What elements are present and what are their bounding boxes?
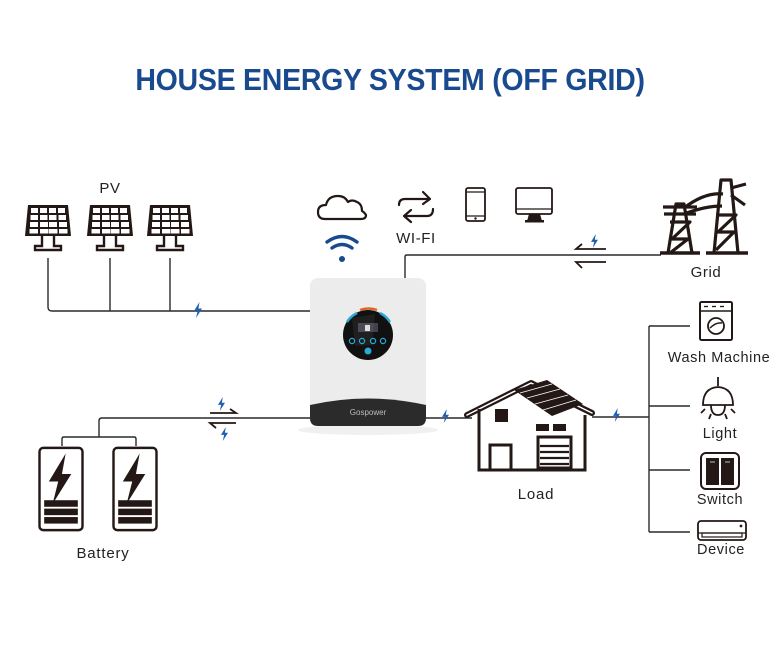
grid-wire: [404, 254, 661, 278]
wifi-label: WI-FI: [396, 230, 436, 247]
load-item-label: Device: [697, 542, 745, 558]
battery-flow-arrows-icon: [207, 408, 239, 429]
battery-icon: [38, 446, 84, 532]
solar-panel-icon: [23, 203, 73, 252]
power-flow-bolt-icon: [613, 408, 620, 422]
washing-machine-icon: [699, 301, 733, 341]
air-conditioner-icon: [697, 520, 747, 541]
display-buttons: [348, 337, 387, 345]
pv-label: PV: [99, 180, 120, 197]
load-label: Load: [518, 486, 555, 503]
page-title: HOUSE ENERGY SYSTEM (OFF GRID): [135, 62, 645, 97]
pv-array: [23, 203, 195, 252]
load-item-label: Switch: [697, 492, 743, 508]
cloud-icon: [316, 194, 368, 221]
wifi-icon: [325, 234, 359, 262]
sync-arrows-icon: [397, 190, 435, 224]
load-item-label: Light: [703, 426, 737, 442]
ceiling-light-icon: [700, 377, 736, 420]
power-flow-bolt-icon: [442, 409, 449, 423]
power-flow-bolt-icon: [218, 397, 225, 411]
power-flow-bolt-icon: [591, 234, 598, 248]
inverter: Gospower: [298, 278, 438, 435]
display-ring-left: [345, 311, 358, 323]
house-load-icon: [464, 380, 595, 472]
monitor-icon: [515, 187, 553, 223]
display-ring-right: [379, 311, 392, 323]
power-button-icon: [364, 347, 372, 355]
power-flow-bolt-icon: [221, 427, 228, 441]
grid-label: Grid: [691, 264, 722, 281]
battery-icon: [112, 446, 158, 532]
load-item-label: Wash Machine: [668, 350, 771, 366]
power-flow-bolt-icon: [194, 302, 202, 318]
grid-flow-arrows-icon: [573, 243, 606, 269]
pv-wiring: [47, 258, 310, 312]
solar-panel-icon: [145, 203, 195, 252]
solar-panel-icon: [85, 203, 135, 252]
battery-label: Battery: [76, 545, 129, 562]
wall-switch-icon: [700, 452, 740, 490]
display-ring-top: [359, 307, 378, 312]
grid-tower-icon: [660, 178, 748, 255]
smartphone-icon: [465, 187, 486, 222]
battery-wiring: [61, 417, 312, 446]
inverter-brand: Gospower: [350, 408, 387, 417]
load-distribution-wiring: [592, 325, 690, 533]
